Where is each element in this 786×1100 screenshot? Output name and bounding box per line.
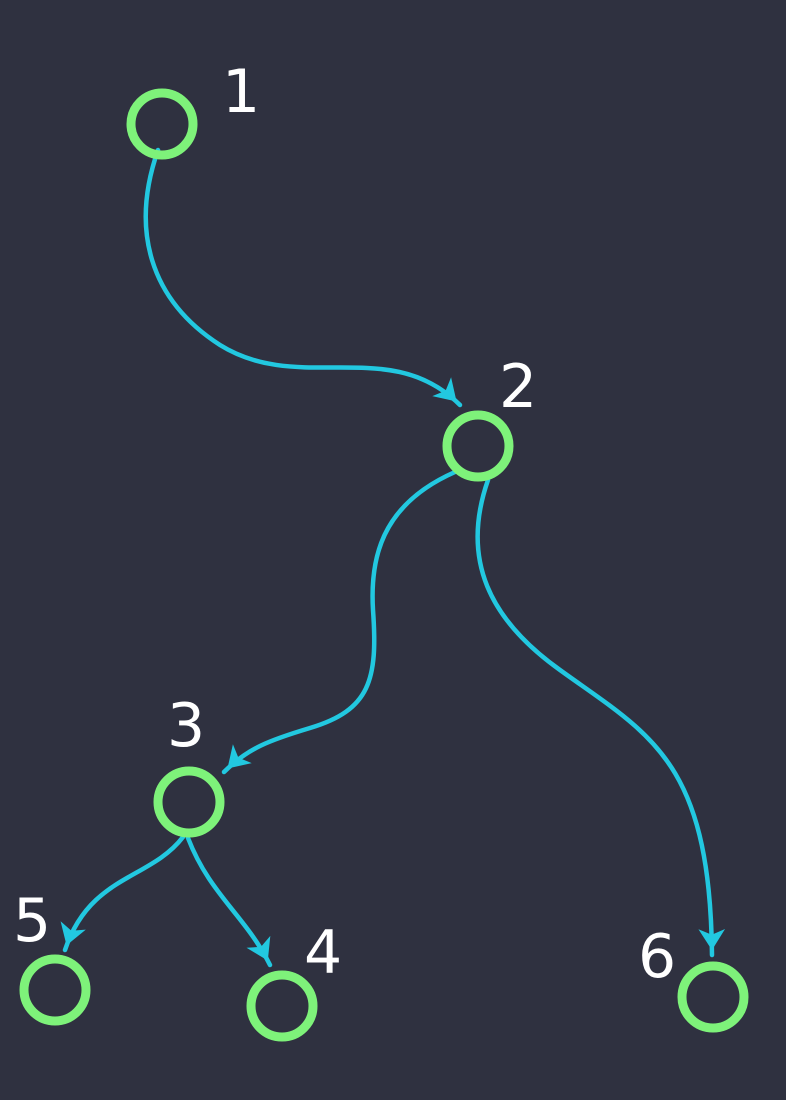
node-2[interactable] (442, 410, 514, 482)
edge-1-to-2 (143, 147, 463, 408)
node-5[interactable] (19, 954, 91, 1026)
labels-layer: 1 2 3 4 5 6 (13, 57, 676, 992)
edge-3-to-4 (185, 835, 273, 968)
node-label-2: 2 (499, 352, 537, 422)
nodes-layer (19, 88, 749, 1042)
node-1[interactable] (126, 88, 198, 160)
edge-2-to-3 (221, 469, 458, 775)
node-label-5: 5 (13, 886, 51, 956)
node-label-4: 4 (304, 918, 342, 988)
node-4[interactable] (246, 970, 318, 1042)
edge-2-to-6 (475, 477, 726, 958)
node-3[interactable] (153, 766, 225, 838)
edge-3-to-5 (60, 834, 186, 953)
node-label-6: 6 (638, 922, 676, 992)
node-6[interactable] (677, 961, 749, 1033)
node-label-1: 1 (222, 57, 260, 127)
edges-layer (60, 147, 726, 968)
node-label-3: 3 (167, 691, 205, 761)
